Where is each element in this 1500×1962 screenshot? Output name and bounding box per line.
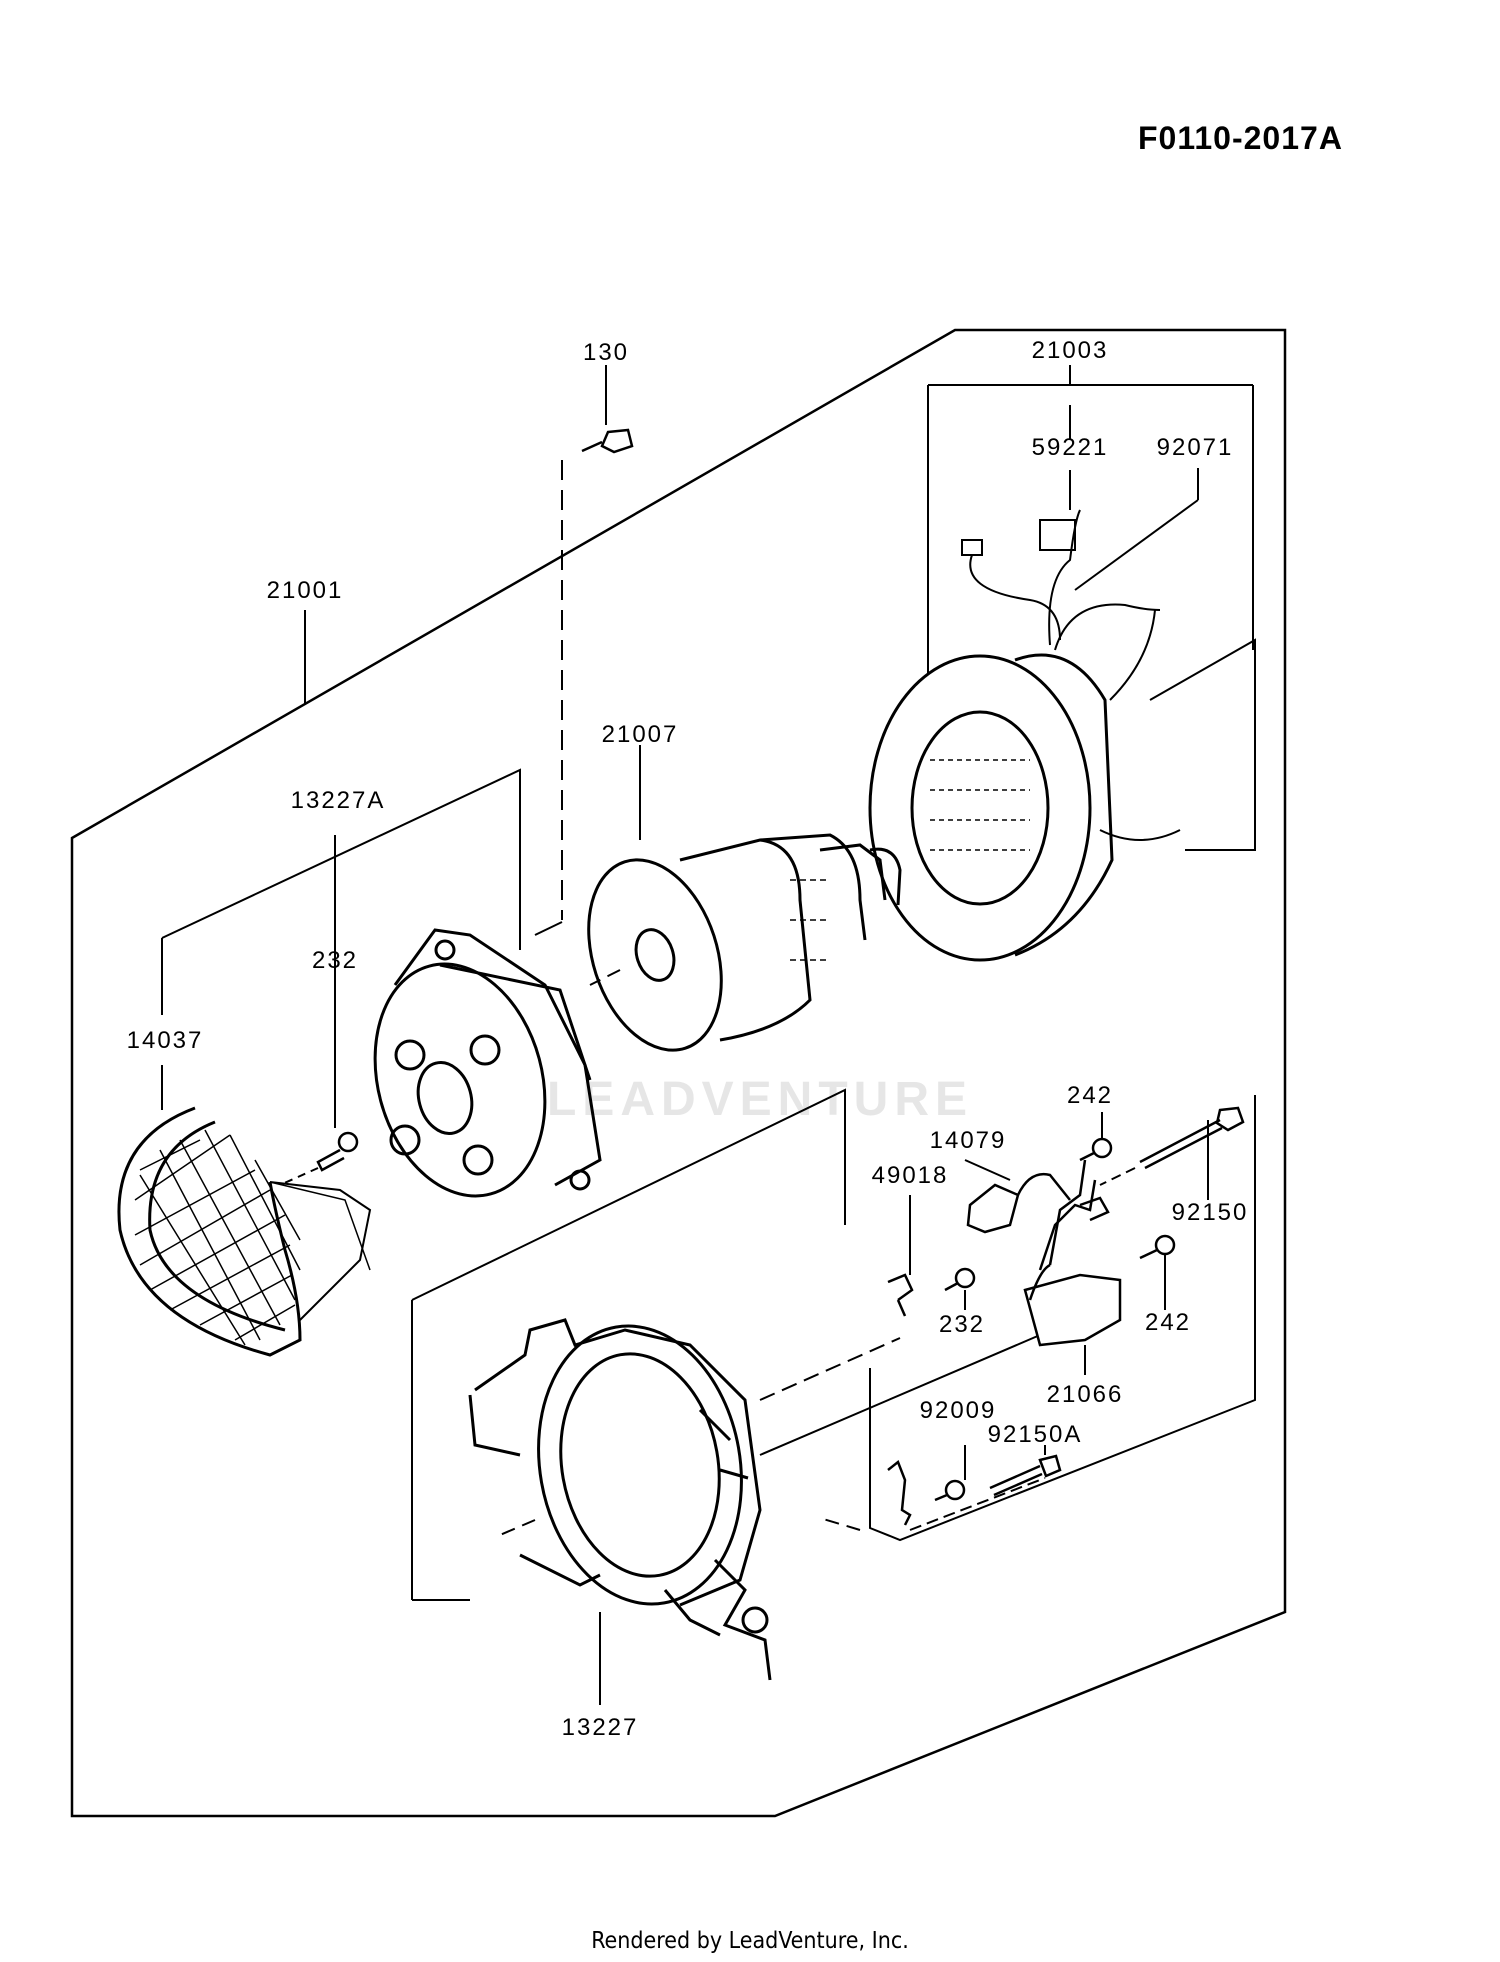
callout-232-upper: 232 <box>312 947 358 974</box>
end-bracket-13227A <box>373 928 602 1198</box>
bolt-242-lower <box>1139 1234 1176 1260</box>
bolt-242-upper <box>1079 1137 1113 1162</box>
diagram-code: F0110-2017A <box>1138 120 1343 156</box>
callout-21003: 21003 <box>1032 337 1109 364</box>
assembly-frame <box>70 328 1287 1818</box>
callout-13227: 13227 <box>562 1714 639 1741</box>
bracket-21003 <box>927 384 1254 700</box>
housing-13227 <box>468 1318 772 1681</box>
callout-13227A: 13227A <box>291 787 386 814</box>
bolt-92150 <box>1139 1106 1245 1170</box>
watermark-text: LEADVENTURE <box>547 1073 973 1126</box>
rotor-assembly <box>587 833 902 1052</box>
screw-232-upper <box>316 1131 359 1172</box>
avr-21066 <box>1023 1159 1122 1347</box>
callout-92150A: 92150A <box>988 1421 1083 1448</box>
footer-credit: Rendered by LeadVenture, Inc. <box>591 1928 909 1954</box>
terminal-92009 <box>887 1459 912 1526</box>
callout-21001: 21001 <box>267 577 344 604</box>
callout-92071: 92071 <box>1157 434 1234 461</box>
callout-232-lower: 232 <box>939 1311 985 1338</box>
callout-14079: 14079 <box>930 1127 1007 1154</box>
callout-49018: 49018 <box>872 1162 949 1189</box>
callout-21007: 21007 <box>602 721 679 748</box>
callout-242-lower: 242 <box>1145 1309 1191 1336</box>
stator-assembly <box>868 509 1181 962</box>
part-14079 <box>966 1172 1110 1234</box>
callout-92009: 92009 <box>920 1397 997 1424</box>
callout-14037: 14037 <box>127 1027 204 1054</box>
bolt-130 <box>581 428 634 454</box>
callout-92150: 92150 <box>1172 1199 1249 1226</box>
part-49018 <box>887 1273 914 1317</box>
callout-21066: 21066 <box>1047 1381 1124 1408</box>
screw-232-lower <box>944 1267 976 1292</box>
screen-14037 <box>117 1106 372 1357</box>
callout-242-upper: 242 <box>1067 1082 1113 1109</box>
callout-59221: 59221 <box>1032 434 1109 461</box>
callout-130: 130 <box>583 339 629 366</box>
bolt-92150A <box>934 1454 1062 1502</box>
